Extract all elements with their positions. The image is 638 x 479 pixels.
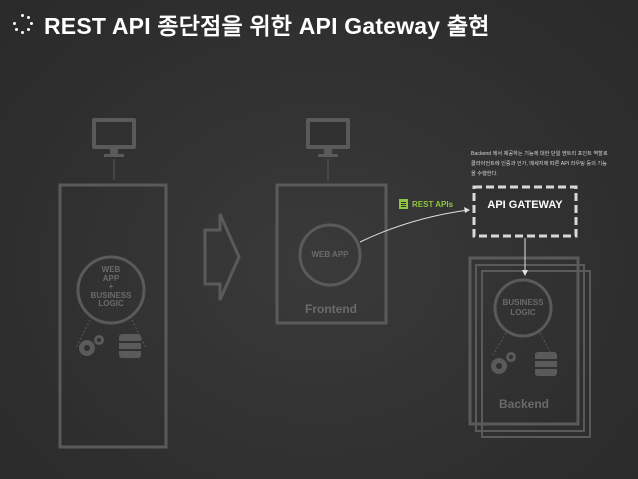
web-app-circle [76,255,146,325]
document-icon [399,199,408,209]
gateway-description: Backend 에서 제공하는 기능에 대한 단일 엔트리 포인트 역할로 클라… [471,151,608,177]
backend-box [468,256,580,426]
monolith-box [58,183,168,449]
frontend-web-app-circle [298,223,362,287]
rest-apis-badge: REST APIs [399,199,453,209]
frontend-box [275,183,388,325]
api-gateway-box [472,185,578,238]
spinner-dots-icon [12,13,34,35]
backend-database-icon [535,352,557,376]
frontend-monitor-icon [306,118,350,157]
frontend-app-label: WEB APP [311,250,349,259]
backend-gears-icon [491,352,516,374]
backend-box-label: Backend [498,397,550,411]
gears-icon [79,335,104,356]
api-gateway-label: API GATEWAY [487,199,563,211]
frontend-box-label: Frontend [305,302,357,316]
transition-arrow [203,213,241,301]
header: REST API 종단점을 위한 API Gateway 출현 [12,6,490,42]
monitor-icon [92,118,136,157]
page-title: REST API 종단점을 위한 API Gateway 출현 [44,13,490,39]
backend-logic-label: BUSINESS LOGIC [502,298,544,317]
frontend-to-gateway-line [359,209,469,243]
rest-apis-label: REST APIs [412,199,454,209]
monolith-label: WEB APP + BUSINESS LOGIC [90,265,132,308]
database-icon [119,334,141,358]
